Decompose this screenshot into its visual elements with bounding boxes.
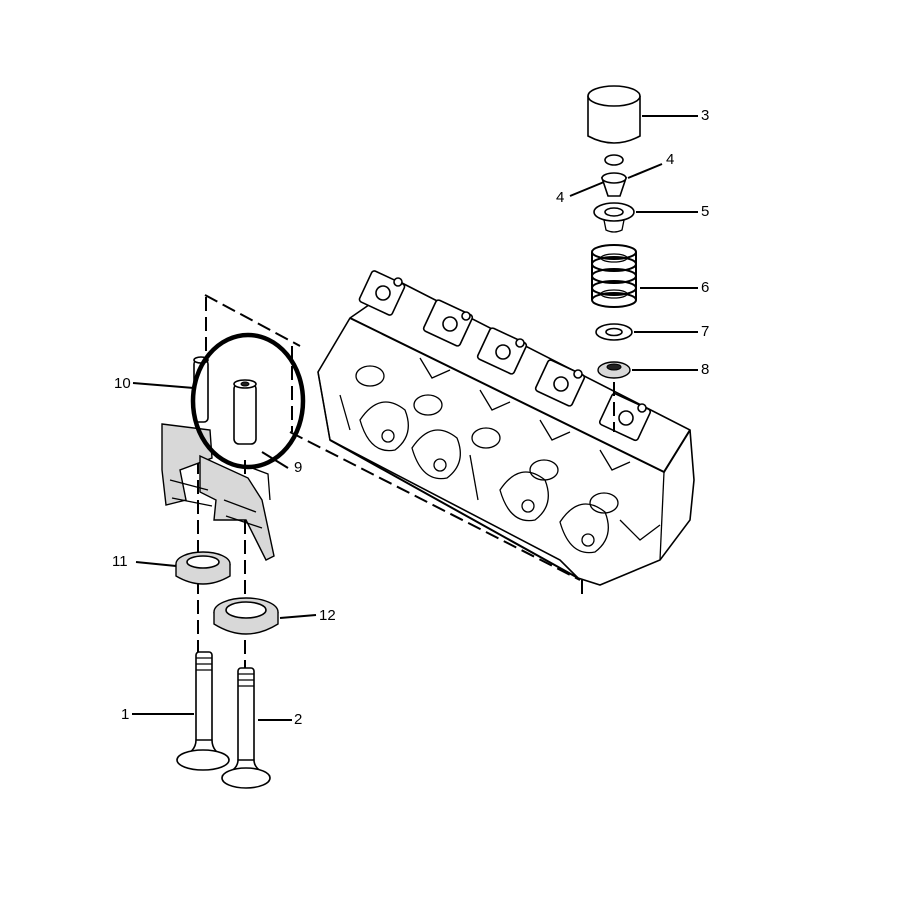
valve-guide-9 — [233, 379, 257, 445]
callout-11: 11 — [112, 553, 128, 570]
exhaust-valve — [221, 667, 271, 789]
reference-dashed-lines — [197, 294, 615, 675]
callout-3: 3 — [701, 107, 709, 124]
cam-towers — [358, 270, 652, 442]
callout-7: 7 — [701, 323, 709, 340]
callout-8: 8 — [701, 361, 709, 378]
callout-5: 5 — [701, 203, 709, 220]
cylinder-head — [317, 270, 695, 586]
callout-4-lower: 4 — [556, 189, 564, 206]
highlight-circle — [190, 332, 306, 470]
head-casting-details — [339, 357, 661, 554]
valve-stem-seal — [597, 361, 631, 379]
valve-seat-insert-11 — [175, 551, 231, 585]
callout-2: 2 — [294, 711, 302, 728]
valve-keepers — [600, 154, 628, 197]
valve-spring — [591, 244, 637, 308]
leader-lines — [132, 115, 698, 721]
valve-spring-seat — [595, 323, 633, 341]
valve-spring-retainer — [593, 202, 635, 233]
valve-seat-insert-12 — [213, 597, 279, 635]
callout-9: 9 — [294, 459, 302, 476]
head-section-cutaway — [161, 423, 275, 561]
valve-lifter — [587, 85, 641, 144]
intake-valve — [176, 651, 230, 771]
callout-4-upper: 4 — [666, 151, 674, 168]
callout-labels: 3 4 4 5 6 7 8 10 9 11 12 1 2 — [112, 107, 709, 728]
callout-1: 1 — [121, 706, 129, 723]
callout-6: 6 — [701, 279, 709, 296]
valve-spring-stack — [587, 85, 641, 379]
callout-10: 10 — [114, 375, 131, 392]
callout-12: 12 — [319, 607, 336, 624]
